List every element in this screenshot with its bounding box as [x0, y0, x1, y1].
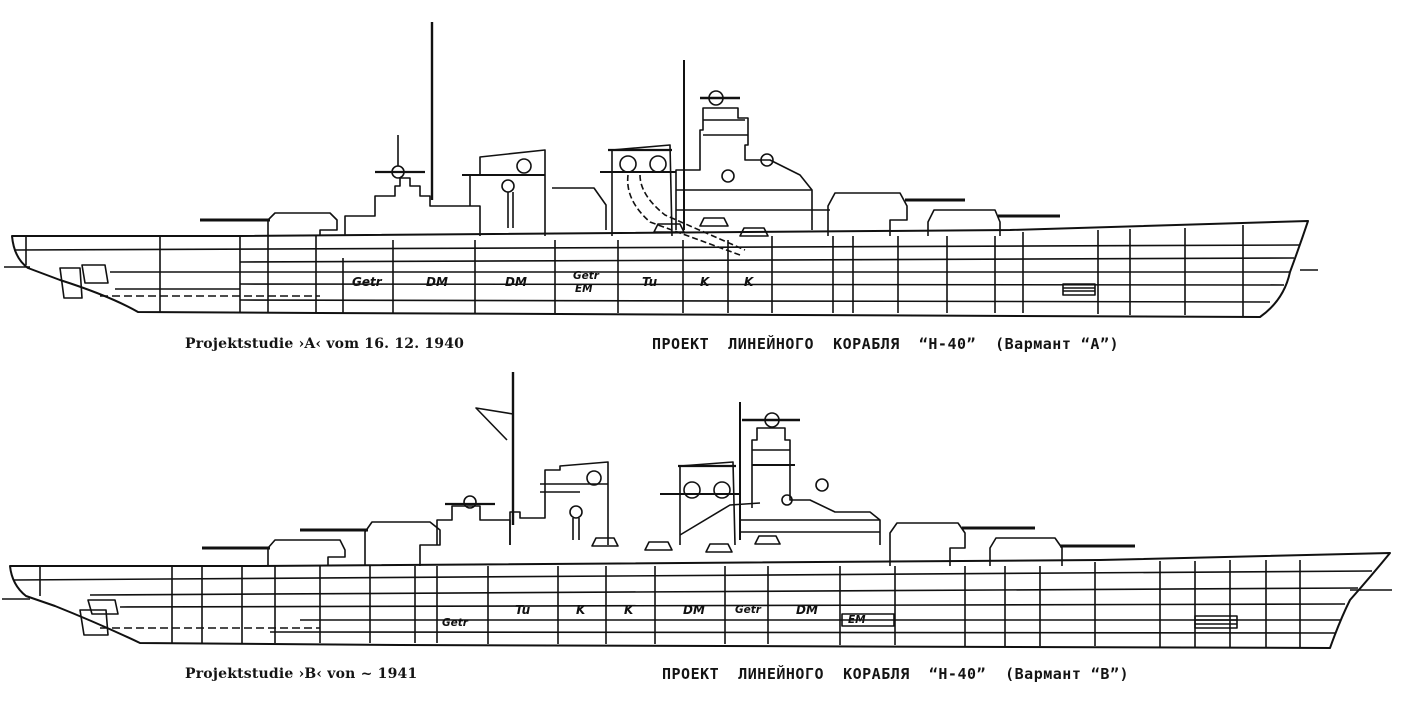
- compartment-label: DM: [505, 275, 527, 289]
- ship-b-profile: [2, 372, 1392, 649]
- compartment-label: DM: [426, 275, 448, 289]
- compartment-label: Getr: [352, 275, 383, 289]
- caption-german-variant-b: Projektstudie ›B‹ von ~ 1941: [185, 666, 418, 682]
- caption-russian-variant-b: ПРОЕКТ ЛИНЕЙНОГО КОРАБЛЯ “Н-40” (Вармант…: [662, 665, 1130, 683]
- compartment-label: Getr: [735, 604, 762, 616]
- caption-russian-variant-a: ПРОЕКТ ЛИНЕЙНОГО КОРАБЛЯ “Н-40” (Вармант…: [652, 335, 1120, 353]
- caption-german-variant-a: Projektstudie ›A‹ vom 16. 12. 1940: [185, 336, 465, 352]
- compartment-label: K: [624, 603, 635, 617]
- compartment-labels-b: Getr Tu K K DM Getr DM EM: [442, 603, 866, 629]
- compartment-label: K: [576, 603, 587, 617]
- compartment-label: K: [700, 275, 711, 289]
- compartment-label: Tu: [515, 603, 531, 617]
- compartment-label: Tu: [642, 275, 658, 289]
- ship-a-profile: [4, 22, 1318, 318]
- compartment-label: EM: [848, 614, 866, 626]
- compartment-label: Getr: [573, 270, 600, 282]
- compartment-label: DM: [683, 603, 705, 617]
- compartment-label: DM: [796, 603, 818, 617]
- compartment-labels-a: Getr DM DM Getr EM Tu K K: [352, 270, 755, 295]
- compartment-label: Getr: [442, 617, 469, 629]
- compartment-label: K: [744, 275, 755, 289]
- compartment-label: EM: [575, 283, 593, 295]
